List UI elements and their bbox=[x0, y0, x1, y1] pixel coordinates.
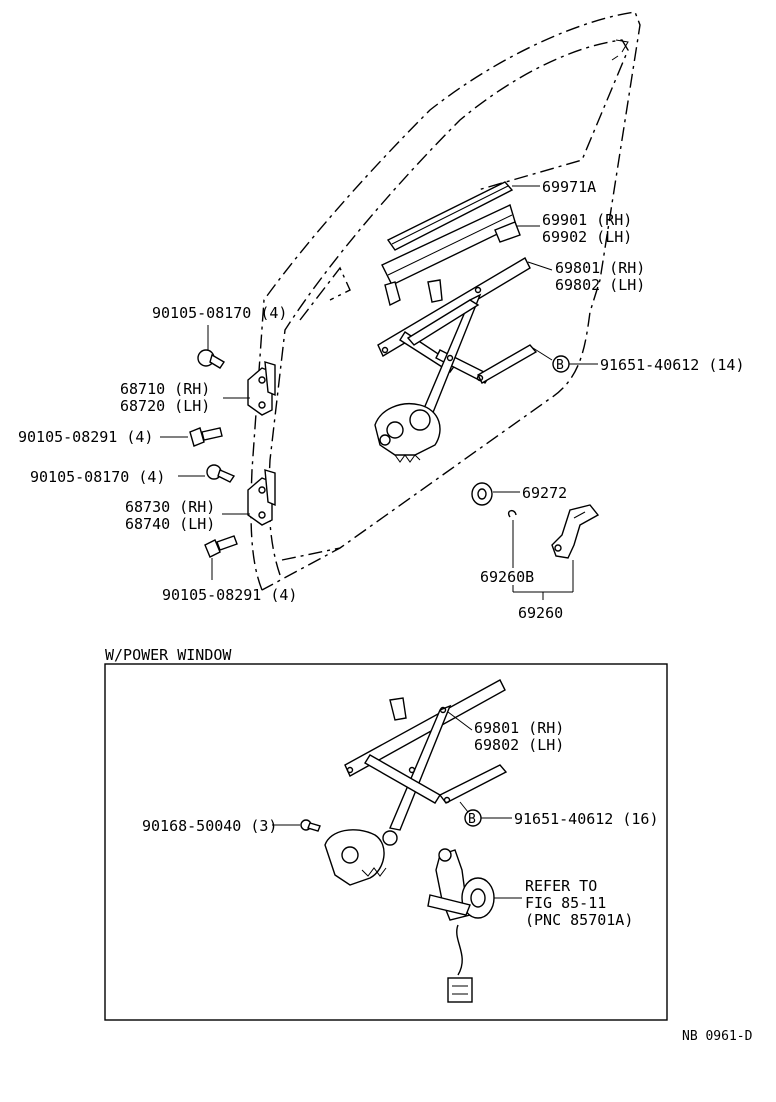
label-bolt-lower-hinge: 90105-08170 (4) bbox=[30, 468, 165, 486]
label-bolt-upper-hinge: 90105-08170 (4) bbox=[152, 304, 287, 322]
label-screw: 90168-50040 (3) bbox=[142, 817, 277, 835]
marker-b-label-2: B bbox=[468, 812, 476, 827]
label-bolt-lower-body: 90105-08291 (4) bbox=[162, 586, 297, 604]
label-washer: 69272 bbox=[522, 484, 567, 502]
label-upper-hinge-rh: 68710 (RH) bbox=[120, 380, 210, 398]
window-channel bbox=[381, 204, 521, 307]
label-bolt-upper-body: 90105-08291 (4) bbox=[18, 428, 153, 446]
label-bolt-b: 91651-40612 (14) bbox=[600, 356, 745, 374]
label-channel-rh: 69901 (RH) bbox=[542, 211, 632, 229]
power-regulator bbox=[324, 679, 508, 886]
bolt-icon-1 bbox=[197, 349, 225, 369]
bolt-icon-2 bbox=[189, 427, 223, 447]
marker-b-label: B bbox=[556, 358, 564, 373]
bolt-icon-4 bbox=[204, 535, 238, 558]
label-regulator-rh: 69801 (RH) bbox=[555, 259, 645, 277]
label-power-bolt-b: 91651-40612 (16) bbox=[514, 810, 659, 828]
label-refer-line2: FIG 85-11 bbox=[525, 894, 606, 912]
lower-hinge bbox=[247, 469, 276, 526]
label-refer-line1: REFER TO bbox=[525, 877, 597, 895]
label-refer-line3: (PNC 85701A) bbox=[525, 911, 633, 929]
bolt-icon-3 bbox=[206, 464, 236, 483]
label-power-regulator-rh: 69801 (RH) bbox=[474, 719, 564, 737]
section-title-power-window: W/POWER WINDOW bbox=[105, 646, 232, 664]
window-handle bbox=[551, 504, 600, 559]
window-regulator bbox=[374, 257, 538, 463]
label-lower-hinge-rh: 68730 (RH) bbox=[125, 498, 215, 516]
power-window-motor bbox=[427, 848, 495, 1003]
label-handle: 69260 bbox=[518, 604, 563, 622]
snap-ring bbox=[507, 510, 517, 518]
door-outline bbox=[250, 11, 641, 591]
label-upper-hinge-lh: 68720 (LH) bbox=[120, 397, 210, 415]
label-glass-run: 69971A bbox=[542, 178, 596, 196]
upper-hinge bbox=[247, 361, 276, 416]
label-snap-ring: 69260B bbox=[480, 568, 534, 586]
screw-icon bbox=[300, 819, 321, 832]
label-lower-hinge-lh: 68740 (LH) bbox=[125, 515, 215, 533]
label-channel-lh: 69902 (LH) bbox=[542, 228, 632, 246]
label-power-regulator-lh: 69802 (LH) bbox=[474, 736, 564, 754]
power-window-box bbox=[104, 663, 668, 1021]
label-regulator-lh: 69802 (LH) bbox=[555, 276, 645, 294]
glass-run-channel bbox=[386, 181, 514, 251]
washer bbox=[471, 482, 493, 506]
figure-code: NB 0961-D bbox=[682, 1029, 753, 1044]
